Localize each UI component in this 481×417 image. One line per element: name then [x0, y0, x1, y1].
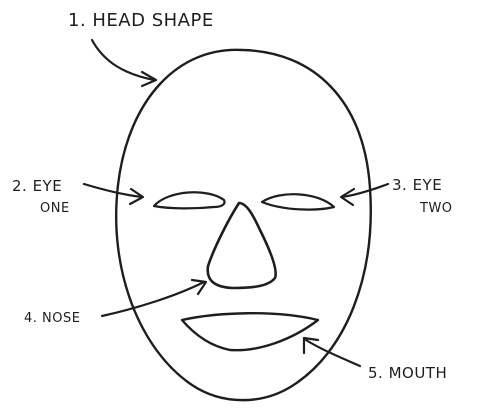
eye-one-label-line1: 2. EYE: [12, 177, 62, 195]
eye-two-label-line1: 3. EYE: [392, 176, 442, 194]
mouth-arrow: [306, 340, 360, 366]
eye-one: [154, 192, 225, 208]
eye-two-label-line2: TWO: [419, 201, 453, 216]
head-shape: [116, 50, 371, 400]
eye-two: [262, 194, 334, 209]
mouth-label: 5. MOUTH: [368, 364, 447, 382]
nose-arrow: [102, 282, 204, 316]
nose-label: 4. NOSE: [24, 311, 80, 326]
eye-one-label-line2: ONE: [40, 201, 70, 216]
head-label: 1. HEAD SHAPE: [68, 10, 214, 31]
nose: [208, 203, 276, 288]
mouth: [182, 313, 318, 350]
eye-two-arrow: [342, 184, 388, 197]
